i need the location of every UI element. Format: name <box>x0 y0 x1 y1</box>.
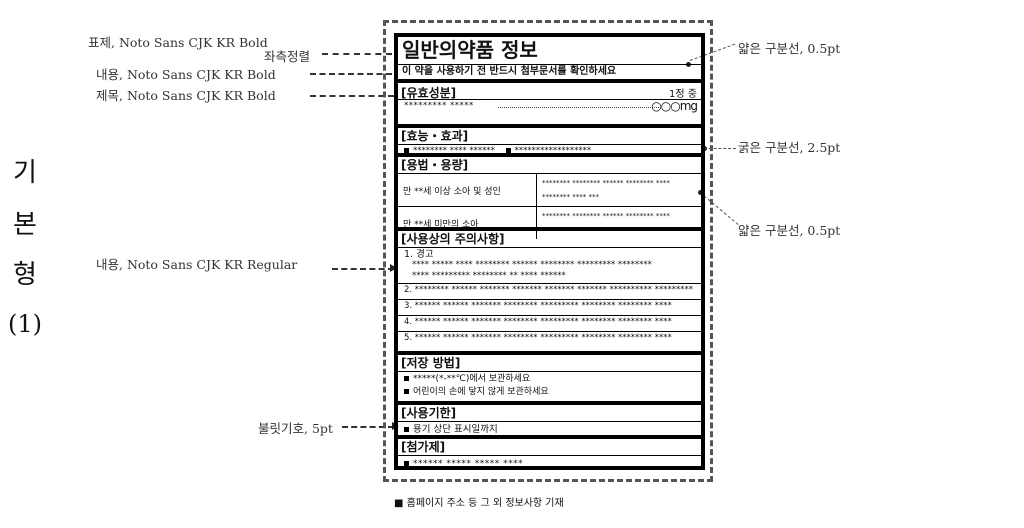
annotation-content-regular: 내용, Noto Sans CJK KR Regular <box>96 257 298 272</box>
bullet-square-icon <box>404 376 409 381</box>
expiry-text: 용기 상단 표시일까지 <box>413 424 498 435</box>
dosage-detail-line: ******** ******** ****** ******** **** <box>542 212 670 220</box>
ingredient-amount: ○○○mg <box>651 100 698 113</box>
precaution-item: 5. ****** ****** ******* ******** ******… <box>404 333 672 343</box>
list-item: 어린이의 손에 닿지 않게 보관하세요 <box>404 386 695 399</box>
bullet-square-icon <box>404 427 409 432</box>
ingredients-heading: [유효성분] <box>401 86 457 100</box>
efficacy-line: ******** **** ****** ****************** <box>398 145 701 158</box>
additives-line: ****** ***** ***** **** <box>398 456 701 469</box>
footer-note: ■ 홈페이지 주소 등 그 외 정보사항 기재 <box>394 498 564 509</box>
bullet-square-icon <box>404 148 409 153</box>
annotation-thick-rule: 굵은 구분선, 2.5pt <box>738 140 841 155</box>
dosage-who: 만 **세 이상 소아 및 성인 <box>398 174 537 207</box>
expiry-heading: [사용기한] <box>398 405 701 422</box>
storage-lines: *****(*-**℃)에서 보관하세요 어린이의 손에 닿지 않게 보관하세요 <box>398 372 701 400</box>
section-dosage: [용법・용량] 만 **세 이상 소아 및 성인 ******** ******… <box>398 153 701 239</box>
precaution-text: **** ********* ******** ** **** ****** <box>412 271 566 281</box>
precaution-text: **** ***** **** ******** ****** ********… <box>412 260 652 270</box>
dosage-detail-line: ******** **** *** <box>542 193 599 201</box>
section-additives: [첨가제] ****** ***** ***** **** <box>398 435 701 469</box>
section-expiry: [사용기한] 용기 상단 표시일까지 <box>398 401 701 438</box>
table-row: 만 **세 미만의 소아 ******** ******** ****** **… <box>398 206 701 239</box>
expiry-line: 용기 상단 표시일까지 <box>398 422 701 438</box>
efficacy-heading: [효능・효과] <box>398 128 701 145</box>
precaution-item: 3. ****** ****** ******* ******** ******… <box>398 300 701 316</box>
leader-line-thick <box>704 148 736 149</box>
annotation-content-bold: 내용, Noto Sans CJK KR Bold <box>96 67 276 82</box>
annotation-title-font: 표제, Noto Sans CJK KR Bold <box>88 35 268 50</box>
annotation-thin-rule-top: 얇은 구분선, 0.5pt <box>738 41 841 56</box>
leader-line-title <box>322 53 392 55</box>
efficacy-text-2: ****************** <box>514 146 592 156</box>
annotation-heading-bold: 제목, Noto Sans CJK KR Bold <box>96 88 276 103</box>
leader-line-heading <box>310 95 394 97</box>
section-storage: [저장 방법] *****(*-**℃)에서 보관하세요 어린이의 손에 닿지 … <box>398 351 701 400</box>
ingredient-name: ********* ***** <box>404 101 474 111</box>
precaution-item: 4. ****** ****** ******* ******** ******… <box>398 316 701 332</box>
arrow-regular <box>390 264 397 272</box>
annotation-thin-rule-mid: 얇은 구분선, 0.5pt <box>738 223 841 238</box>
list-item: *****(*-**℃)에서 보관하세요 <box>404 373 695 386</box>
table-row: 만 **세 이상 소아 및 성인 ******** ******** *****… <box>398 174 701 207</box>
bullet-square-icon <box>404 389 409 394</box>
additives-heading: [첨가제] <box>398 439 701 456</box>
leader-line-bullet <box>342 426 394 428</box>
dosage-table: 만 **세 이상 소아 및 성인 ******** ******** *****… <box>398 174 701 239</box>
bullet-square-icon <box>404 461 409 466</box>
section-ingredients: [유효성분] 1정 중 ********* ***** ○○○mg <box>398 79 701 113</box>
dosage-detail: ******** ******** ****** ******** **** *… <box>536 174 701 207</box>
precaution-item-1: 1. 경고 **** ***** **** ******** ****** **… <box>398 248 701 284</box>
side-title-char-2: 본 <box>13 210 37 240</box>
drug-info-label: 일반의약품 정보 이 약을 사용하기 전 반드시 첨부문서를 확인하세요 [유효… <box>394 33 705 470</box>
annotation-bullet: 불릿기호, 5pt <box>258 421 333 436</box>
dosage-who: 만 **세 미만의 소아 <box>398 206 537 239</box>
outer-dashed-frame <box>383 20 713 482</box>
annotation-left-align: 좌측정렬 <box>264 49 311 64</box>
dotted-leader <box>498 107 659 108</box>
efficacy-text-1: ******** **** ****** <box>413 146 495 156</box>
leader-line-content <box>310 73 392 75</box>
dosage-detail-line: ******** ******** ****** ******** **** <box>542 179 670 187</box>
side-title-char-3: 형 <box>13 260 37 290</box>
section-efficacy: [효능・효과] ******** **** ****** ***********… <box>398 124 701 158</box>
leader-line-regular <box>332 268 394 270</box>
section-precautions: [사용상의 주의사항] 1. 경고 **** ***** **** ******… <box>398 227 701 346</box>
ingredients-line: ********* ***** ○○○mg <box>398 100 701 113</box>
storage-text: *****(*-**℃)에서 보관하세요 <box>413 374 531 384</box>
bullet-square-icon <box>505 148 511 153</box>
precaution-item-title: 1. 경고 <box>404 249 434 260</box>
additives-text: ****** ***** ***** **** <box>413 459 524 469</box>
label-title: 일반의약품 정보 <box>402 38 538 62</box>
precautions-heading: [사용상의 주의사항] <box>398 231 701 248</box>
label-warning: 이 약을 사용하기 전 반드시 첨부문서를 확인하세요 <box>398 64 701 79</box>
storage-heading: [저장 방법] <box>398 355 701 372</box>
storage-text: 어린이의 손에 닿지 않게 보관하세요 <box>413 387 549 397</box>
dosage-heading: [용법・용량] <box>398 157 701 174</box>
precaution-item: 2. ******** ****** ******* ******* *****… <box>398 284 701 300</box>
side-title-char-4: (1) <box>8 310 42 338</box>
ingredients-count: 1정 중 <box>669 89 697 100</box>
side-title-char-1: 기 <box>13 158 37 188</box>
